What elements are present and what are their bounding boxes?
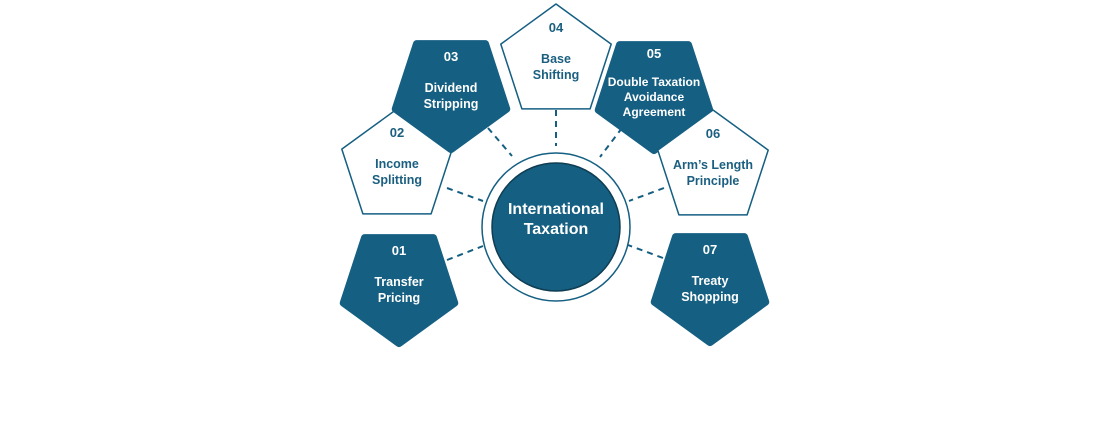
item-06-number: 06 bbox=[706, 126, 720, 141]
item-05-number: 05 bbox=[647, 46, 661, 61]
item-04-label-line-2: Shifting bbox=[533, 68, 580, 82]
item-04-number: 04 bbox=[549, 20, 564, 35]
item-01-label-line-2: Pricing bbox=[378, 291, 420, 305]
item-02-label-line-2: Splitting bbox=[372, 173, 422, 187]
item-05-label-line-3: Agreement bbox=[623, 105, 686, 119]
hub-inner-circle bbox=[491, 162, 621, 292]
connector-05 bbox=[599, 127, 623, 158]
item-07-label-line-2: Shopping bbox=[681, 290, 739, 304]
item-06-pentagon bbox=[657, 109, 769, 216]
item-06-label-line-2: Principle bbox=[687, 174, 740, 188]
items-group: 01TransferPricing02IncomeSplitting03Divi… bbox=[339, 3, 770, 347]
connector-03 bbox=[487, 127, 513, 157]
item-03-pentagon bbox=[391, 40, 511, 153]
item-06-label-line-1: Arm’s Length bbox=[673, 158, 753, 172]
item-07-label-line-1: Treaty bbox=[692, 274, 729, 288]
item-01-number: 01 bbox=[392, 243, 406, 258]
hub-title-line-1: International bbox=[508, 201, 604, 218]
item-05-label-line-1: Double Taxation bbox=[608, 75, 700, 89]
item-03-number: 03 bbox=[444, 49, 458, 64]
connectors bbox=[446, 110, 665, 261]
connector-07 bbox=[627, 244, 664, 259]
item-01-pentagon bbox=[339, 234, 459, 347]
item-02-number: 02 bbox=[390, 125, 404, 140]
item-02-label-line-1: Income bbox=[375, 157, 419, 171]
item-07-number: 07 bbox=[703, 242, 717, 257]
hub-title-line-2: Taxation bbox=[524, 221, 589, 238]
connector-06 bbox=[628, 187, 665, 202]
item-03-label-line-1: Dividend bbox=[425, 81, 478, 95]
item-03-label-line-2: Stripping bbox=[424, 97, 479, 111]
item-05-pentagon bbox=[594, 41, 714, 154]
connector-01 bbox=[446, 245, 484, 261]
center-hub: International Taxation bbox=[481, 152, 631, 302]
item-04-label-line-1: Base bbox=[541, 52, 571, 66]
item-01-label-line-1: Transfer bbox=[374, 275, 423, 289]
connector-02 bbox=[446, 187, 484, 202]
item-05-label-line-2: Avoidance bbox=[624, 90, 685, 104]
item-07-pentagon bbox=[650, 233, 770, 346]
item-04-pentagon bbox=[500, 3, 612, 110]
